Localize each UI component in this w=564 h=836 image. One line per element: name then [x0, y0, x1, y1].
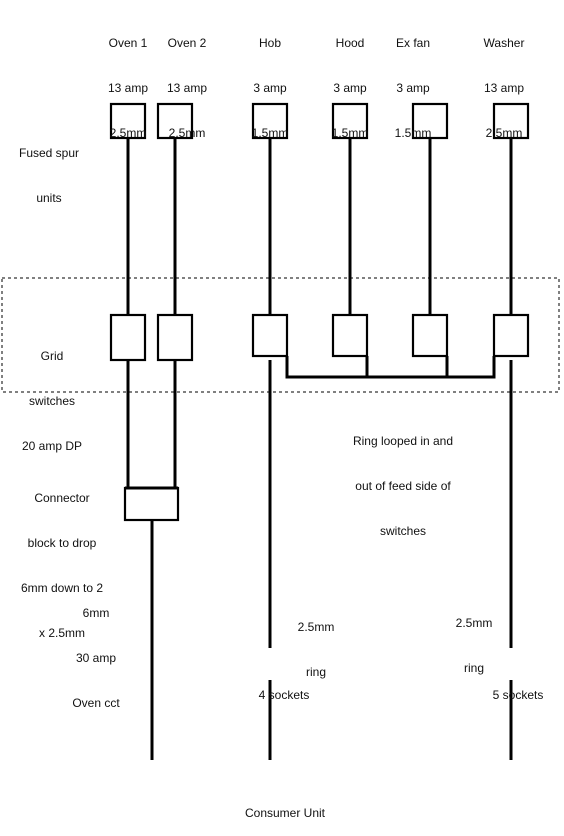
- appliance-current: 13 amp: [166, 81, 208, 95]
- appliance-label-hood: Hood 3 amp 1.5mm: [318, 6, 382, 156]
- appliance-label-oven2: Oven 2 13 amp 2.5mm: [155, 6, 219, 156]
- wiring-diagram: [1, 102, 560, 760]
- appliance-cable: 1.5mm: [251, 126, 289, 140]
- appliance-cable: 1.5mm: [394, 126, 432, 140]
- fused-spur-label: Fused spur units: [6, 116, 92, 221]
- appliance-name: Ex fan: [395, 36, 431, 50]
- connector-block-label: Connector block to drop 6mm down to 2 x …: [14, 461, 110, 656]
- appliance-current: 3 amp: [253, 81, 287, 95]
- ring-loop-hood-exfan: [367, 356, 449, 379]
- label-line: units: [36, 191, 62, 205]
- label-line: 2.5mm: [297, 620, 335, 634]
- oven1-grid-switch: [109, 313, 147, 362]
- appliance-cable: 2.5mm: [168, 126, 206, 140]
- oven1-spur-unit: [109, 102, 147, 140]
- label-line: ring: [305, 665, 326, 679]
- label-line: 2.5mm: [455, 616, 493, 630]
- appliance-label-oven1: Oven 1 13 amp 2.5mm: [96, 6, 160, 156]
- oven2-grid-switch: [156, 313, 194, 362]
- appliance-name: Hob: [258, 36, 281, 50]
- ring-note-label: Ring looped in and out of feed side of s…: [318, 404, 488, 554]
- washer-grid-switch: [492, 313, 530, 358]
- label-line: Oven cct: [72, 696, 120, 710]
- label-line: 20 amp DP: [21, 439, 83, 453]
- appliance-current: 13 amp: [483, 81, 525, 95]
- appliance-cable: 1.5mm: [331, 126, 369, 140]
- hood-grid-switch: [331, 313, 369, 358]
- hob-spur-unit: [251, 102, 289, 140]
- label-line: x 2.5mm: [38, 626, 85, 640]
- appliance-name: Oven 2: [167, 36, 207, 50]
- appliance-label-exfan: Ex fan 3 amp 1.5mm: [381, 6, 445, 156]
- hob-grid-switch: [251, 313, 289, 358]
- appliance-name: Oven 1: [108, 36, 148, 50]
- label-line: 30 amp: [75, 651, 117, 665]
- ring-loop-exfan-washer: [447, 356, 496, 379]
- label-line: out of feed side of: [355, 479, 451, 493]
- appliance-cable: 2.5mm: [109, 126, 147, 140]
- exfan-grid-switch: [411, 313, 449, 358]
- label-line: Connector: [34, 491, 90, 505]
- grid-switch-enclosure: [1, 277, 560, 393]
- washer-spur-unit: [492, 102, 530, 140]
- appliance-name: Hood: [335, 36, 365, 50]
- label-line: block to drop: [27, 536, 97, 550]
- appliance-cable: 2.5mm: [485, 126, 523, 140]
- exfan-spur-unit: [411, 102, 449, 140]
- label-line: 6mm down to 2: [20, 581, 104, 595]
- label-line: Grid: [40, 349, 64, 363]
- appliance-label-washer: Washer 13 amp 2.5mm: [472, 6, 536, 156]
- appliance-name: Washer: [483, 36, 525, 50]
- label-line: switches: [28, 394, 75, 408]
- label-line: 4 sockets: [258, 688, 310, 702]
- label-line: Fused spur: [18, 146, 80, 160]
- ring-loop-hob-hood: [285, 356, 369, 379]
- sockets1-label: 4 sockets: [244, 658, 324, 718]
- connector-block: [123, 486, 180, 522]
- appliance-current: 13 amp: [107, 81, 149, 95]
- label-line: ring: [463, 661, 484, 675]
- oven-circuit-label: 6mm 30 amp Oven cct: [56, 576, 136, 726]
- appliance-label-hob: Hob 3 amp 1.5mm: [238, 6, 302, 156]
- hood-spur-unit: [331, 102, 369, 140]
- label-line: 5 sockets: [492, 688, 544, 702]
- grid-switches-label: Grid switches 20 amp DP: [4, 319, 100, 469]
- label-line: switches: [379, 524, 426, 538]
- sockets2-label: 5 sockets: [480, 658, 556, 718]
- ring2-label: 2.5mm ring: [444, 586, 504, 691]
- appliance-current: 3 amp: [333, 81, 367, 95]
- label-line: Consumer Unit: [244, 806, 326, 820]
- label-line: Ring looped in and: [352, 434, 454, 448]
- oven2-spur-unit: [156, 102, 194, 140]
- label-line: 6mm: [82, 606, 110, 620]
- consumer-unit-label: Consumer Unit: [230, 776, 340, 836]
- appliance-current: 3 amp: [396, 81, 430, 95]
- ring1-label: 2.5mm ring: [286, 590, 346, 695]
